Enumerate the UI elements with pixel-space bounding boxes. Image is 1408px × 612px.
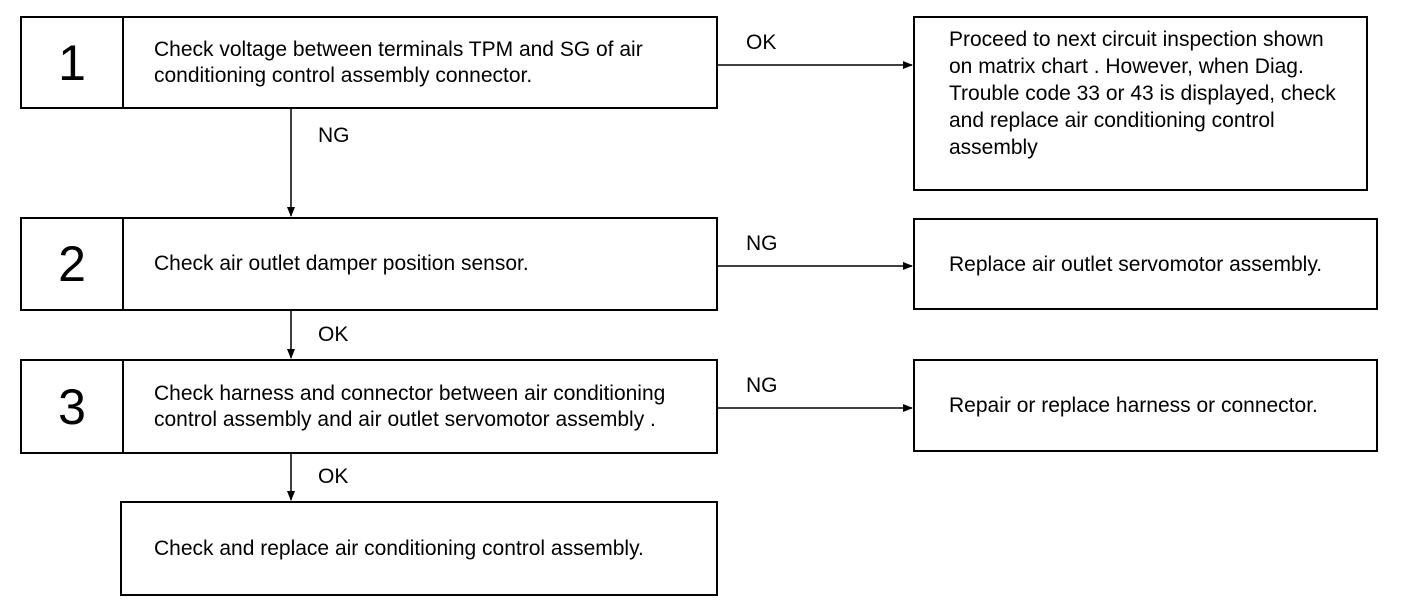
step-1-number: 1 [22, 18, 124, 107]
step-2-number: 2 [22, 219, 124, 309]
label-step1-ng: NG [318, 124, 350, 147]
step-3-text: Check harness and connector between air … [154, 381, 666, 431]
label-step2-ng: NG [746, 232, 778, 255]
step-1-box: 1 Check voltage between terminals TPM an… [20, 16, 718, 109]
result-2-text: Replace air outlet servomotor assembly. [949, 252, 1323, 276]
final-action-text: Check and replace air conditioning contr… [154, 537, 644, 560]
label-step1-ok: OK [746, 31, 777, 54]
result-3-box: Repair or replace harness or connector. [913, 359, 1378, 452]
label-step2-ok: OK [318, 323, 349, 346]
result-1-box: Proceed to next circuit inspection shown… [913, 16, 1368, 191]
result-2-box: Replace air outlet servomotor assembly. [913, 218, 1378, 310]
step-3-number: 3 [22, 361, 124, 452]
step-2-text: Check air outlet damper position sensor. [154, 252, 529, 275]
step-2-box: 2 Check air outlet damper position senso… [20, 217, 718, 311]
final-action-box: Check and replace air conditioning contr… [120, 501, 718, 596]
result-3-text: Repair or replace harness or connector. [949, 394, 1318, 417]
result-1-text: Proceed to next circuit inspection shown… [949, 28, 1336, 159]
label-step3-ok: OK [318, 465, 349, 488]
label-step3-ng: NG [746, 374, 778, 397]
step-3-box: 3 Check harness and connector between ai… [20, 359, 718, 454]
step-1-text: Check voltage between terminals TPM and … [154, 37, 643, 87]
